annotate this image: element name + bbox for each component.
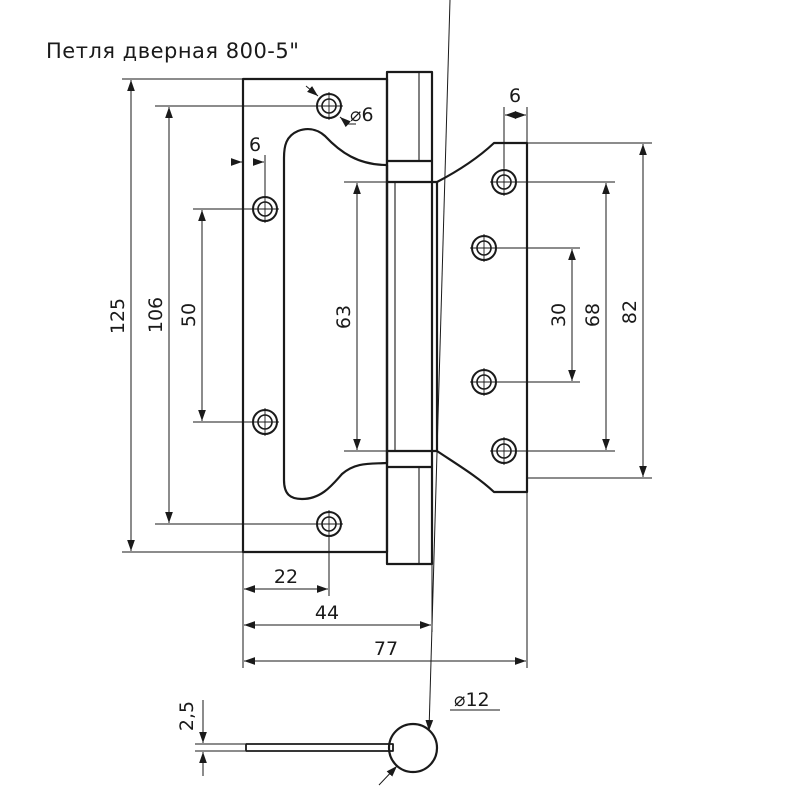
side-section-view: 2,5 ⌀12 [176, 0, 500, 786]
dim-30: 30 [496, 247, 580, 383]
dim-label-77: 77 [374, 638, 398, 660]
left-hole-top [315, 92, 343, 120]
left-hole-lower [251, 408, 279, 436]
dim-label-diameter-6: ⌀6 [350, 104, 374, 126]
right-hole-top [490, 168, 518, 196]
drawing-title: Петля дверная 800-5" [46, 39, 299, 63]
left-hole-upper [251, 195, 279, 223]
dim-106: 106 [145, 105, 318, 525]
dim-50: 50 [178, 208, 254, 423]
dim-label-106: 106 [145, 297, 167, 333]
right-leaf [432, 141, 529, 494]
left-hole-bottom [315, 510, 343, 538]
dim-125: 125 [107, 78, 243, 553]
right-hole-lower [470, 368, 498, 396]
left-leaf [241, 77, 389, 554]
dim-label-22: 22 [274, 566, 298, 588]
right-hole-upper [470, 234, 498, 262]
dim-6-left: 6 [231, 134, 266, 196]
dim-label-125: 125 [107, 298, 129, 334]
dim-label-82: 82 [619, 300, 641, 324]
dim-label-6-left: 6 [249, 134, 261, 156]
right-hole-bottom [490, 437, 518, 465]
dim-label-30: 30 [548, 303, 570, 327]
dim-label-6-right: 6 [509, 85, 521, 107]
dim-label-68: 68 [582, 303, 604, 327]
dim-22: 22 [244, 566, 328, 593]
dim-44: 44 [244, 602, 431, 629]
dim-diameter-6: ⌀6 [305, 85, 374, 128]
dim-label-44: 44 [315, 602, 339, 624]
dim-82: 82 [527, 142, 652, 479]
dim-77: 77 [244, 638, 526, 665]
dim-6-right: 6 [503, 85, 528, 168]
dim-63: 63 [333, 181, 386, 452]
dim-label-50: 50 [178, 303, 200, 327]
dim-label-diameter-12: ⌀12 [454, 689, 490, 711]
dim-68: 68 [516, 181, 615, 452]
dim-label-2-5: 2,5 [176, 701, 198, 731]
knuckle-barrel [385, 70, 434, 566]
dim-label-63: 63 [333, 305, 355, 329]
